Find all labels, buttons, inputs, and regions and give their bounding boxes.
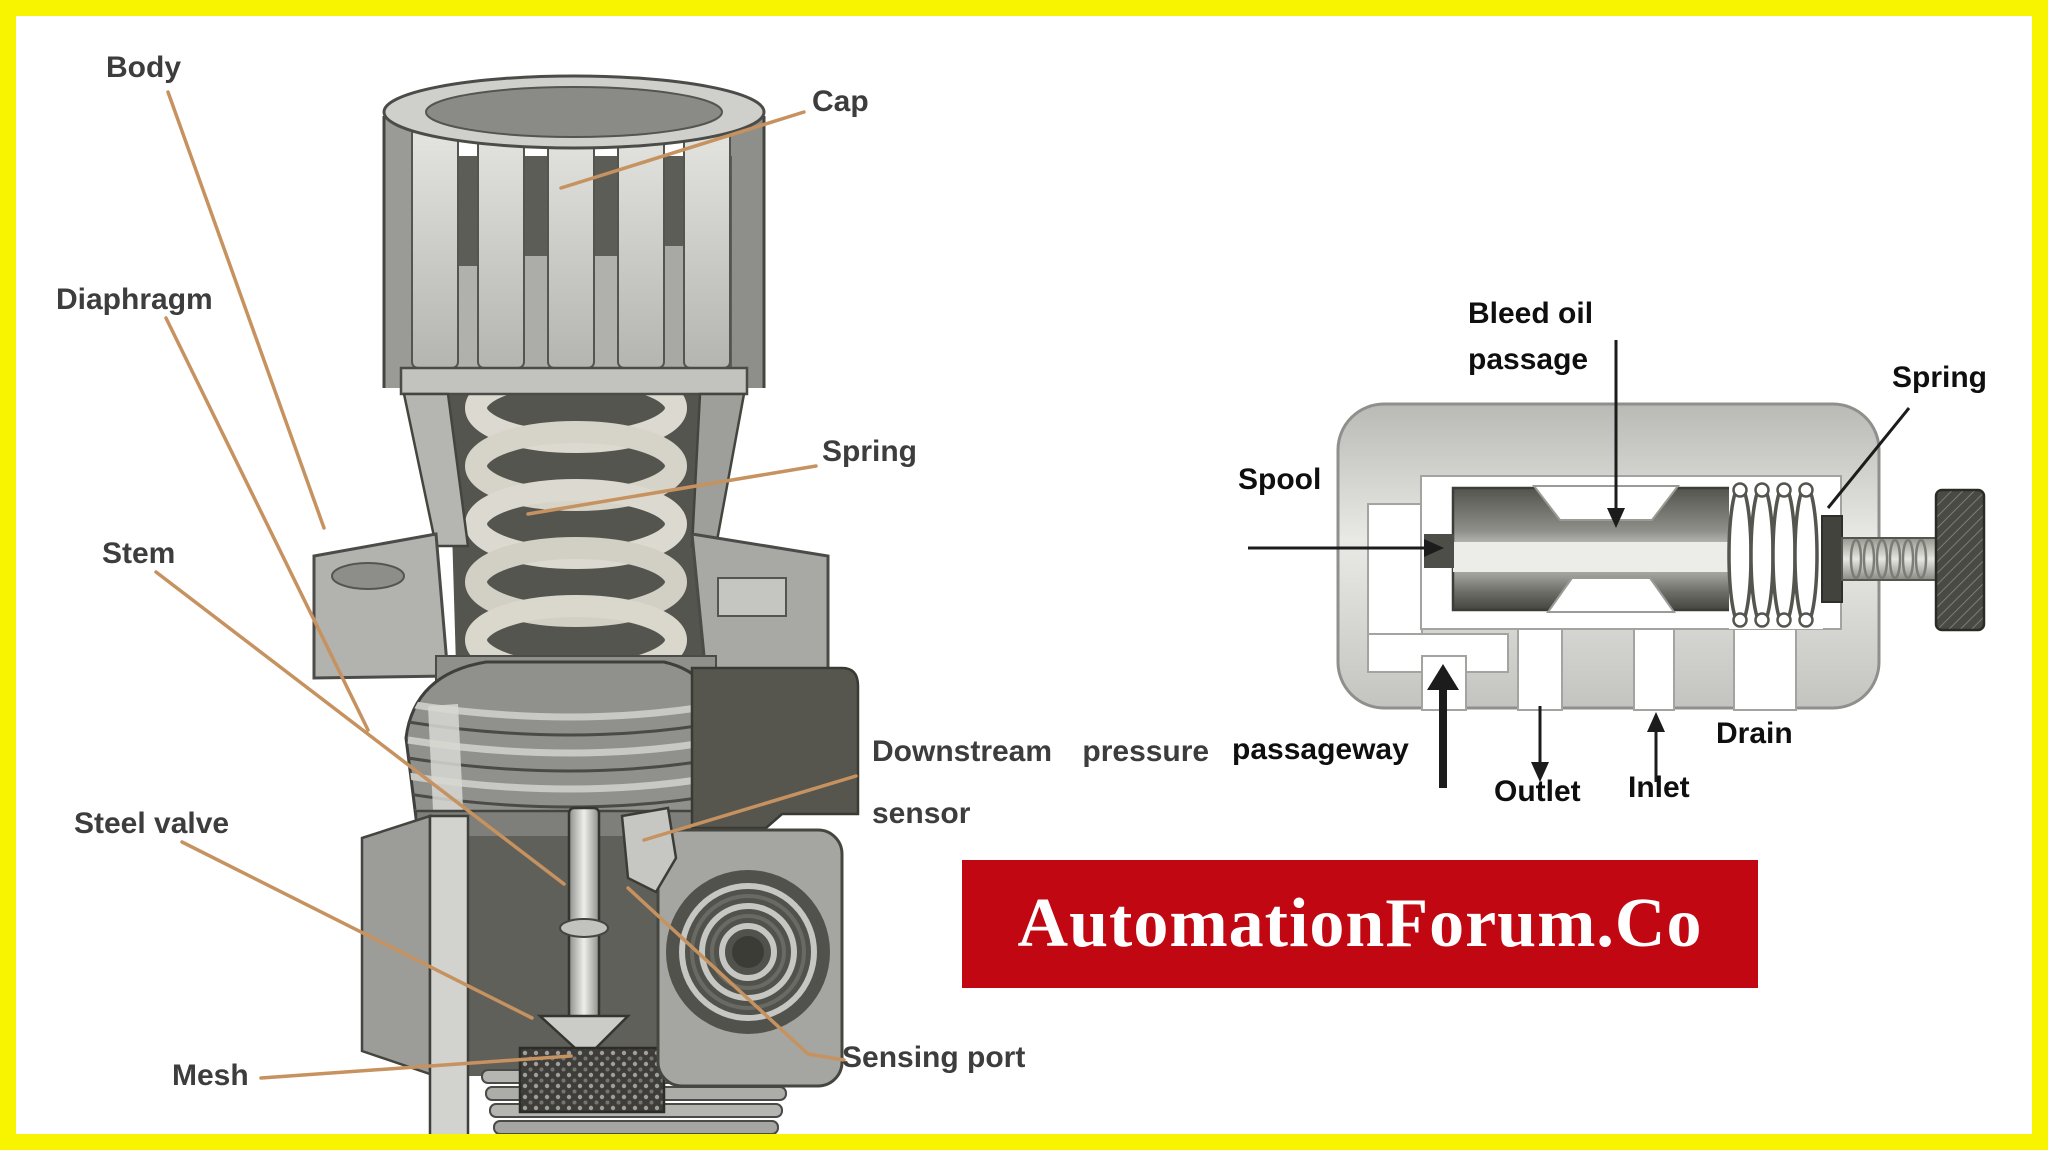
steel-valve-part	[536, 1014, 632, 1060]
brand-banner: AutomationForum.Co	[962, 860, 1758, 988]
label-steel-valve: Steel valve	[74, 807, 230, 840]
label-inlet: Inlet	[1628, 771, 1690, 804]
label-drain: Drain	[1716, 717, 1793, 750]
label-downstream-pressure: Downstream pressure	[872, 735, 1210, 768]
label-passage: passage	[1468, 343, 1589, 376]
lower-body	[360, 666, 860, 1134]
neck-right-wall	[690, 392, 746, 548]
leader-stem	[154, 570, 566, 886]
right-leader-lines	[1248, 340, 1911, 788]
label-passageway: passageway	[1232, 733, 1409, 766]
stem-part	[567, 806, 601, 1022]
leader-mesh	[259, 1054, 573, 1080]
bleed-notch-top	[1531, 485, 1681, 521]
leader-body	[166, 90, 326, 530]
spring-seat	[1821, 515, 1843, 603]
label-spring-left: Spring	[822, 435, 917, 468]
inlet-slot	[1633, 628, 1675, 711]
spool-valve-schematic	[1248, 340, 1986, 788]
label-spool: Spool	[1238, 463, 1322, 496]
label-sensor: sensor	[872, 797, 971, 830]
left-leader-lines	[154, 90, 858, 1080]
brand-banner-text: AutomationForum.Co	[1017, 885, 1703, 962]
leader-diaphragm	[164, 316, 370, 732]
neck-left-wall	[402, 392, 470, 548]
spool-arrowhead	[1424, 539, 1444, 557]
diagram-artwork	[154, 74, 1986, 1134]
label-body: Body	[106, 51, 181, 84]
leader-sensing-port	[626, 886, 846, 1062]
leader-spring-left	[526, 464, 818, 516]
notch-bottom	[1546, 577, 1676, 613]
label-outlet: Outlet	[1494, 775, 1581, 808]
leader-cap	[559, 110, 806, 190]
drain-slot	[1733, 623, 1797, 711]
label-cap: Cap	[812, 85, 869, 118]
inlet-arrowhead	[1647, 712, 1665, 732]
stem-collar	[559, 918, 609, 938]
passageway-arrowhead	[1427, 664, 1459, 690]
label-stem: Stem	[102, 537, 176, 570]
regulator-cutaway	[154, 74, 860, 1134]
leader-steel-valve	[180, 840, 534, 1020]
leader-spring-right	[1826, 407, 1911, 509]
side-port	[656, 828, 844, 1088]
label-diaphragm: Diaphragm	[56, 283, 213, 316]
adjusting-screw	[1841, 537, 1941, 581]
spool-part	[1424, 485, 1733, 613]
bleed-arrowhead	[1607, 508, 1625, 528]
outlet-slot	[1517, 628, 1563, 711]
right-step-block	[690, 666, 860, 830]
cap-part	[382, 74, 766, 396]
label-mesh: Mesh	[172, 1059, 249, 1092]
label-sensing-port: Sensing port	[842, 1041, 1026, 1074]
adjusting-knob	[1934, 488, 1986, 632]
label-bleed-oil: Bleed oil	[1468, 297, 1594, 330]
outlet-arrowhead	[1531, 762, 1549, 782]
pressure-sensor-part	[620, 806, 678, 894]
leader-downstream-sensor	[642, 774, 858, 842]
label-spring-right: Spring	[1892, 361, 1987, 394]
spring-part	[1727, 482, 1823, 629]
